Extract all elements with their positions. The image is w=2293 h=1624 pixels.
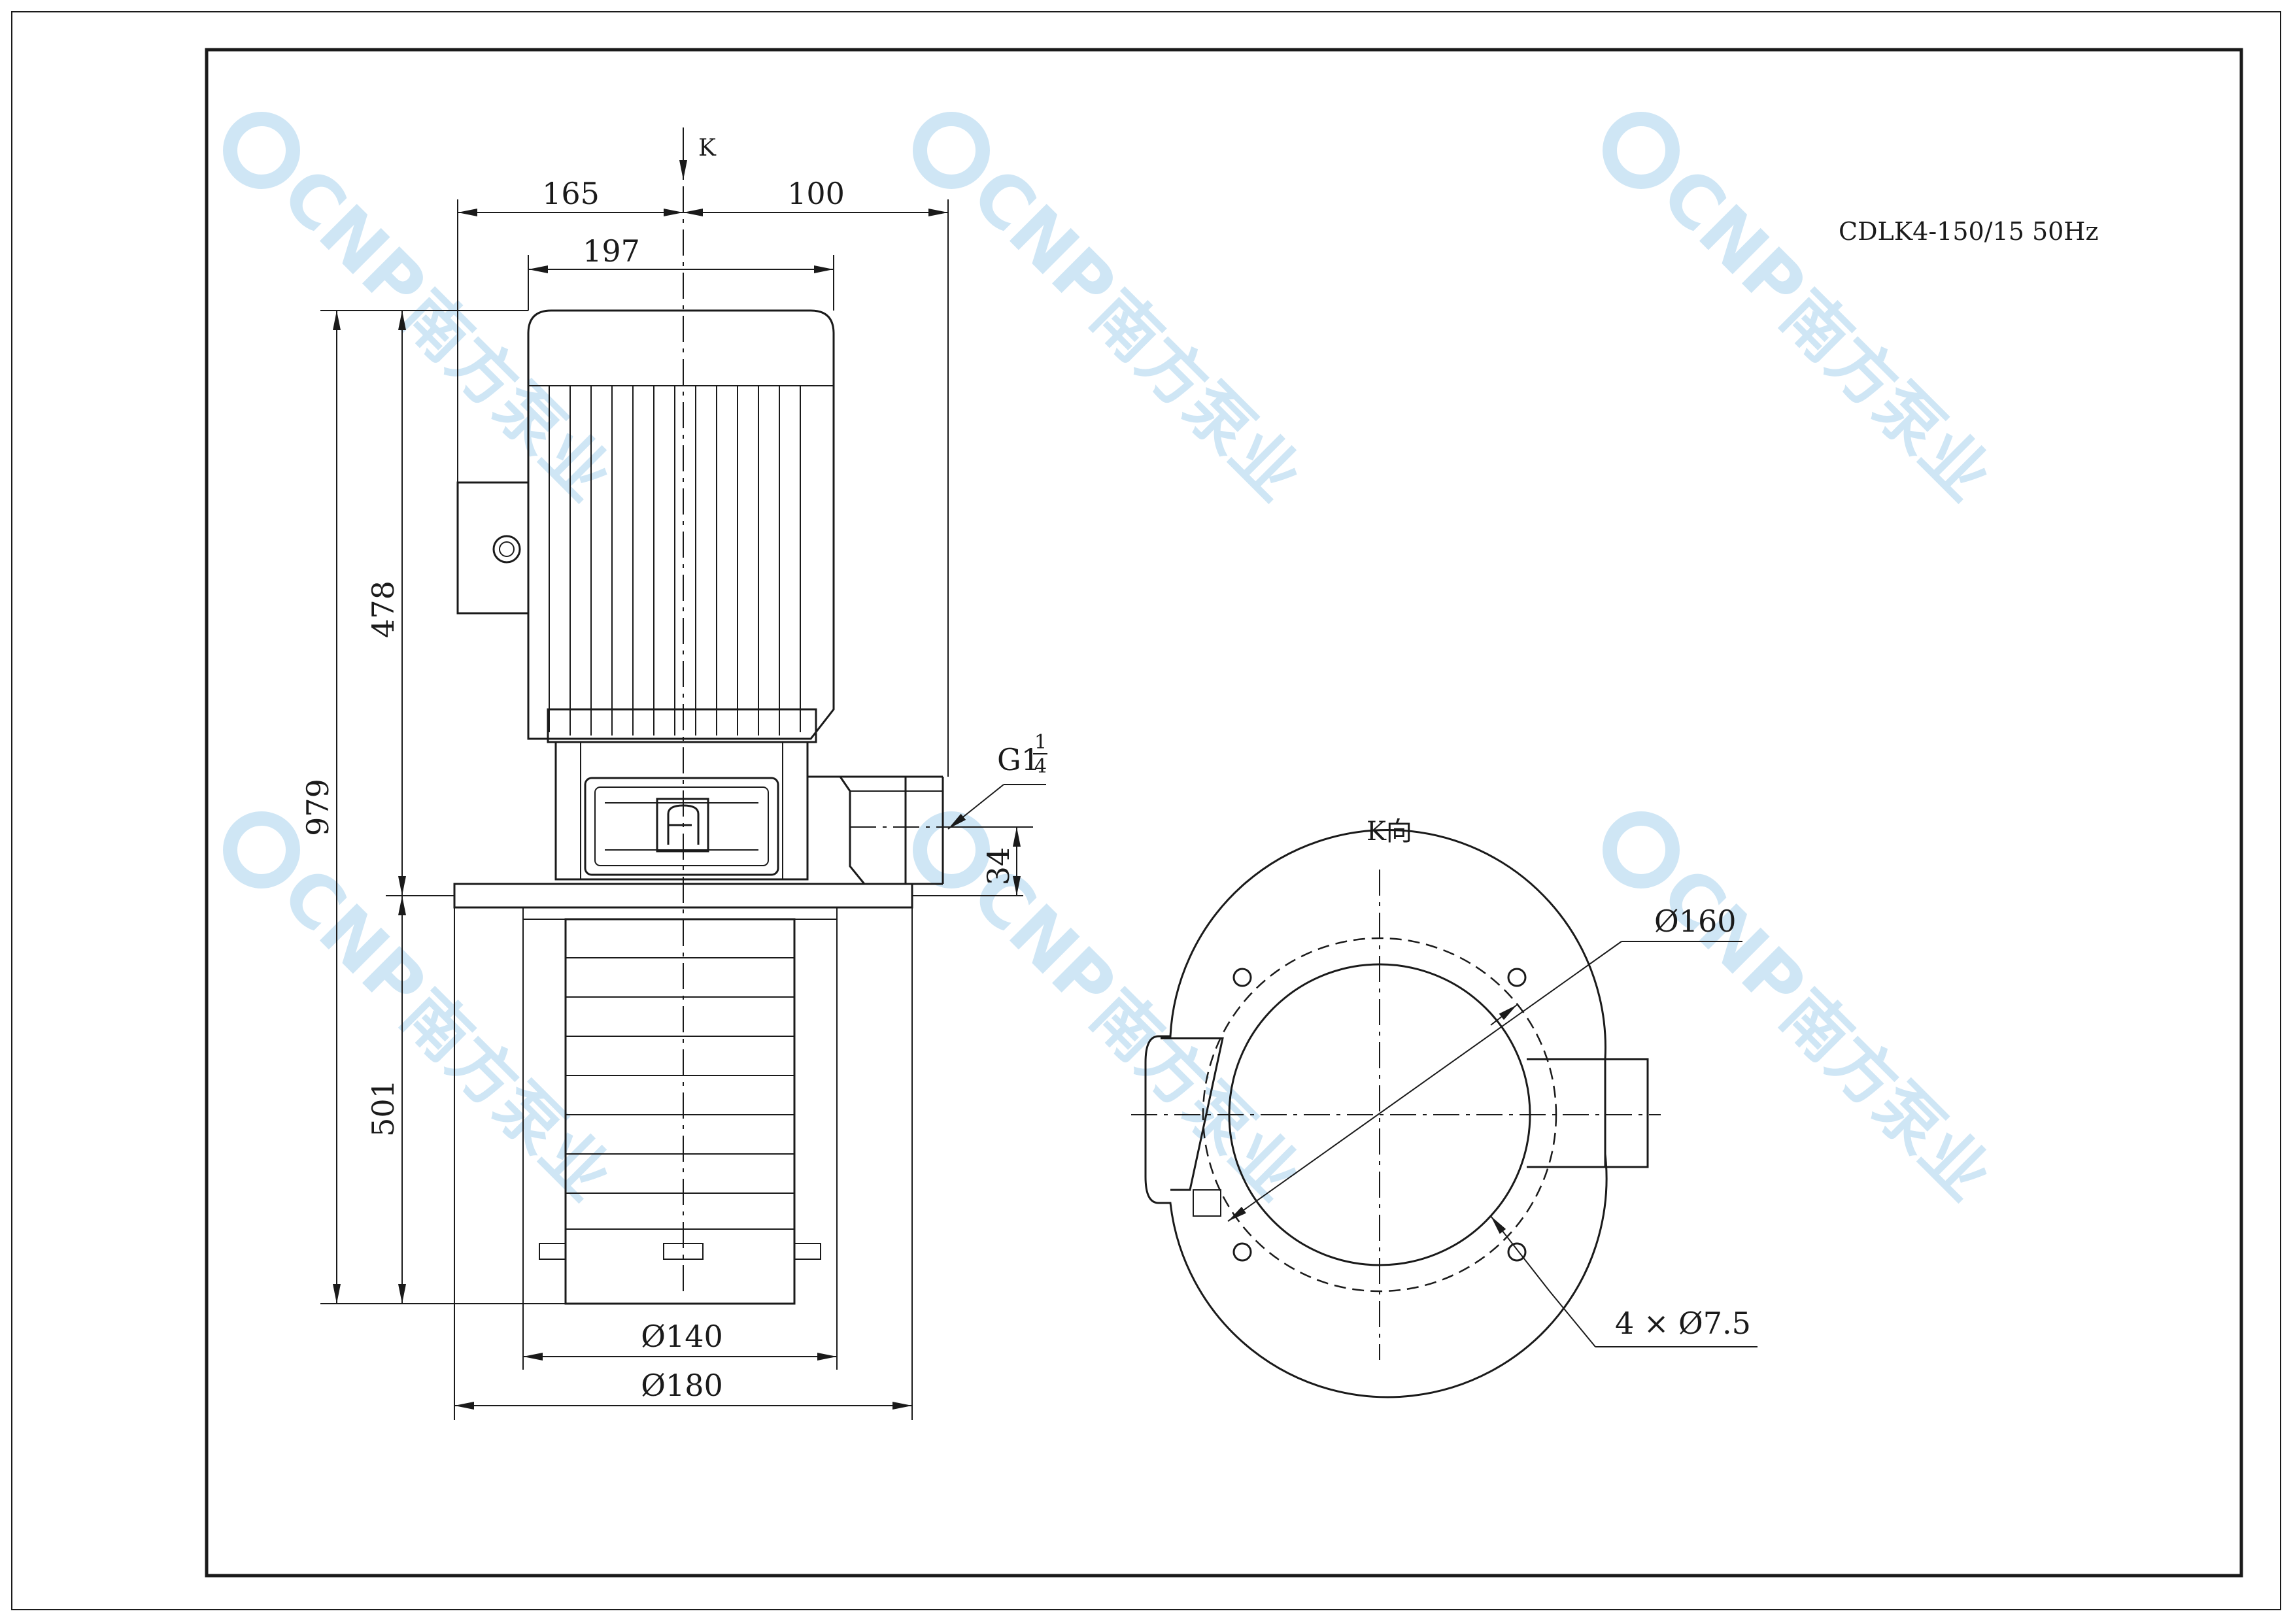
dim-501: 501: [365, 1079, 401, 1137]
outlet-body: [807, 775, 907, 885]
holes-callout: 4 × Ø7.5: [1615, 1306, 1751, 1341]
pump-side-view: K: [300, 127, 1047, 1420]
svg-text:南方泵业: 南方泵业: [1077, 975, 1316, 1215]
watermark-logo-2: CNP 南方泵业: [913, 112, 1316, 515]
mounting-hole-2: [1507, 968, 1527, 987]
mounting-collar: [522, 907, 838, 920]
watermark-logo-1: CNP 南方泵业: [223, 112, 626, 515]
watermark-logo-3: CNP 南方泵业: [1603, 112, 2006, 515]
adapter-bracket: [554, 741, 809, 881]
thread-label: G1: [997, 742, 1040, 777]
k-view-inlet-tab: [1193, 1189, 1221, 1217]
dim-dia180: Ø180: [641, 1368, 723, 1403]
brand-logo-icon: [667, 804, 700, 845]
dim-197: 197: [583, 233, 640, 269]
dim-100: 100: [787, 176, 845, 211]
dim-478: 478: [365, 581, 401, 638]
watermark-logo-5: CNP 南方泵业: [913, 811, 1316, 1215]
mounting-hole-1: [1232, 968, 1252, 987]
watermark-logo-6: CNP 南方泵业: [1603, 811, 2006, 1215]
thread-fraction-den: 4: [1034, 755, 1047, 778]
suction-tab-left: [539, 1243, 566, 1260]
dim-dia140: Ø140: [641, 1319, 723, 1354]
mounting-hole-3: [1232, 1242, 1252, 1262]
suction-tab-right: [794, 1243, 821, 1260]
dim-34: 34: [981, 847, 1016, 886]
pump-k-view: K向 Ø160 4 × Ø7.5: [1131, 817, 1758, 1398]
outer-border: [11, 11, 2281, 1610]
k-view-outlet: [1527, 1058, 1649, 1168]
svg-text:南方泵业: 南方泵业: [1767, 975, 2006, 1215]
inner-frame: [205, 48, 2243, 1578]
pump-stage-lines: [566, 957, 794, 1230]
coupling-guard: [584, 777, 779, 876]
pump-chamber-stack: [564, 918, 796, 1305]
mounting-hole-4: [1507, 1242, 1527, 1262]
motor-cooling-fins: [528, 385, 834, 736]
motor-flange: [547, 708, 817, 743]
dim-165: 165: [542, 176, 600, 211]
dim-979: 979: [300, 779, 335, 836]
watermark-logo-4: CNP 南方泵业: [223, 811, 626, 1215]
cable-gland-inner: [499, 541, 515, 557]
svg-text:南方泵业: 南方泵业: [1767, 276, 2006, 515]
terminal-box: [456, 481, 530, 615]
model-label: CDLK4-150/15 50Hz: [1839, 217, 2098, 246]
suction-tab-center: [663, 1243, 704, 1260]
brand-plate-icon: [656, 798, 709, 853]
motor-housing: [527, 309, 835, 740]
svg-text:南方泵业: 南方泵业: [387, 975, 626, 1215]
k-view-inlet: [1161, 1037, 1224, 1191]
svg-text:南方泵业: 南方泵业: [1077, 276, 1316, 515]
thread-fraction-num: 1: [1034, 731, 1047, 754]
extension-lines: [320, 199, 1033, 1420]
svg-text:南方泵业: 南方泵业: [387, 276, 626, 515]
view-arrow-label: K: [698, 135, 717, 161]
k-view-outer-flange: [1144, 829, 1608, 1398]
watermark-group: CNP 南方泵业 CNP 南方泵业 CNP 南方泵业 CNP 南方泵业 CNP …: [223, 112, 2006, 1215]
dim-dia160: Ø160: [1654, 904, 1737, 939]
cable-gland: [492, 535, 521, 564]
